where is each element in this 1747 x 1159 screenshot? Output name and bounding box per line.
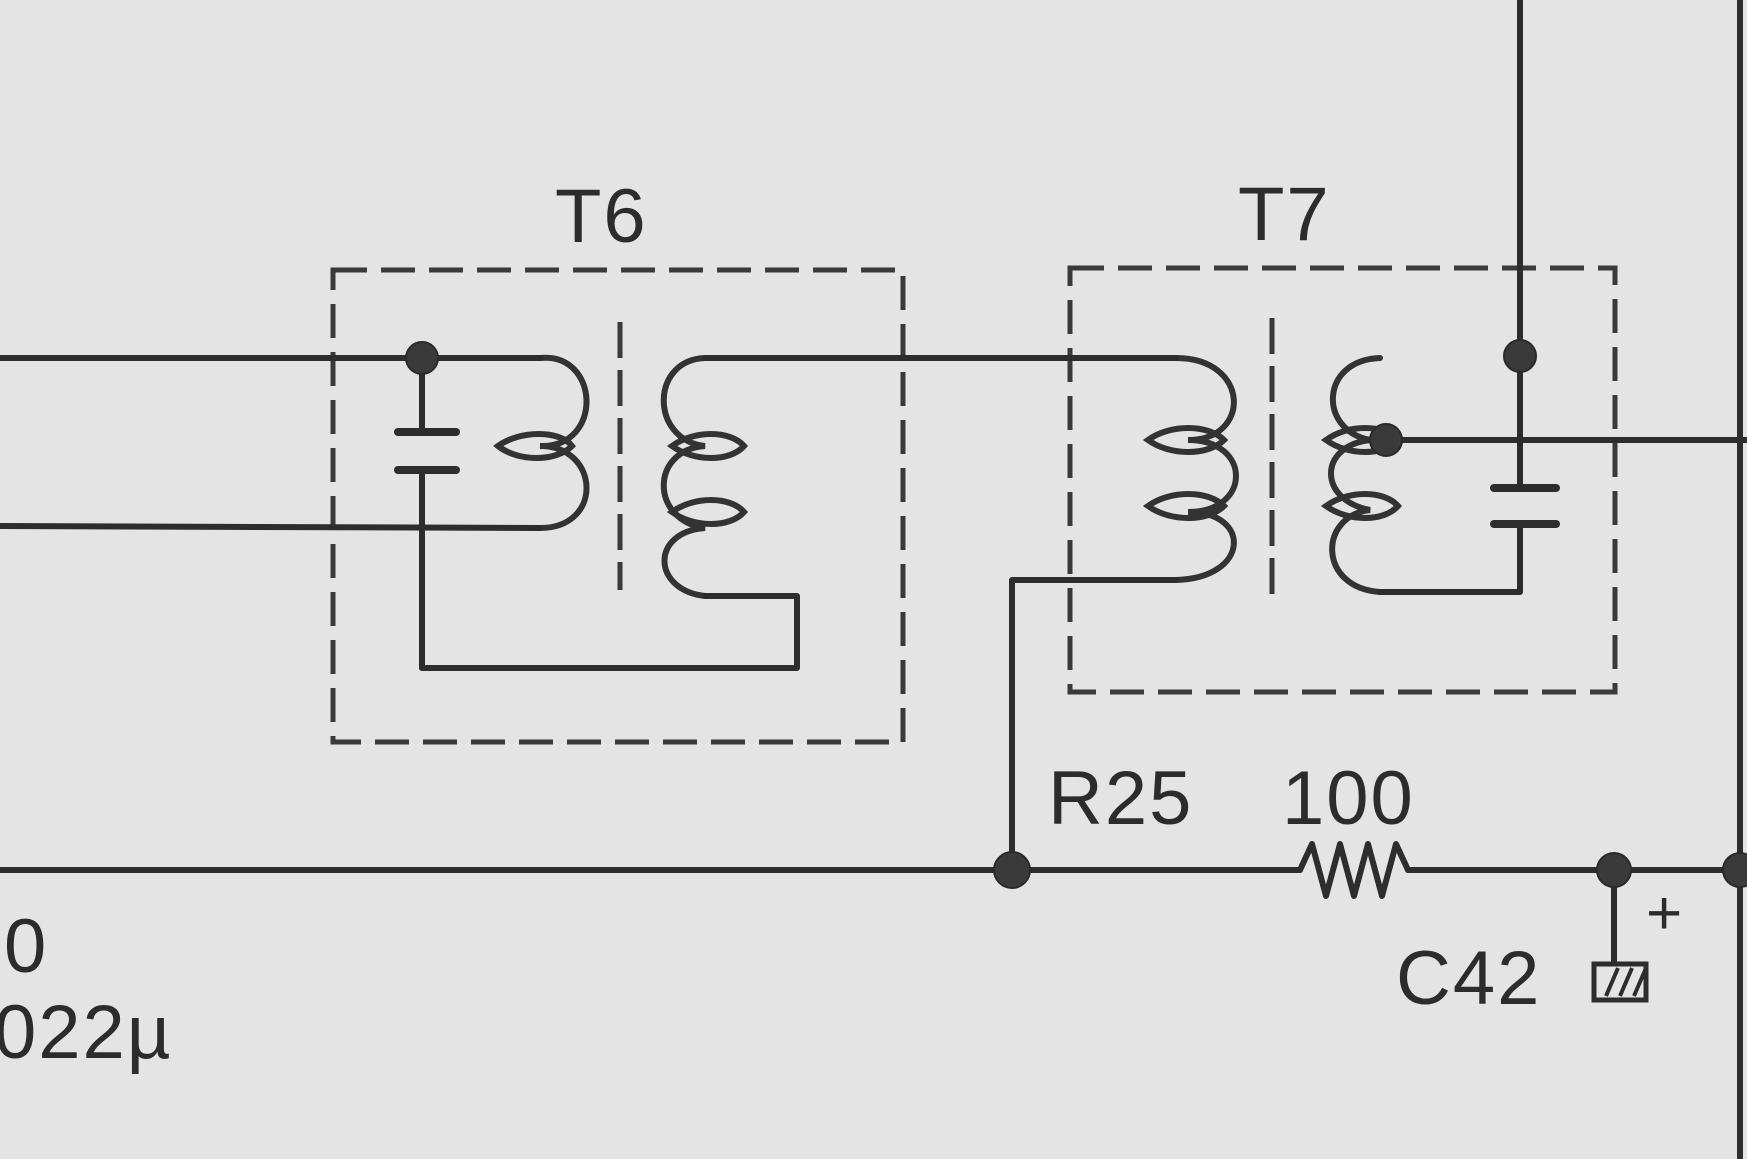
node-rail-c42 <box>1596 852 1632 888</box>
r25-zigzag <box>1297 841 1411 899</box>
t7-cap-lead-bottom <box>1377 521 1523 595</box>
r25-ref-label: R25 <box>1048 756 1193 841</box>
transformer-t6: T6 <box>330 174 906 745</box>
t6-secondary-loop-1 <box>666 431 748 461</box>
t7-primary-loop-1 <box>1142 425 1229 455</box>
t6-secondary-loop-2 <box>666 497 748 527</box>
node-rail-right-edge <box>1722 852 1747 888</box>
c42-ref-label: C42 <box>1396 936 1541 1021</box>
node-t6-cap-top <box>405 341 439 375</box>
r25-value-label: 100 <box>1282 756 1415 841</box>
capacitor-c42: C42 + <box>1396 879 1682 1021</box>
t6-shield-box <box>330 267 906 745</box>
t7-primary-winding <box>1173 355 1239 583</box>
c42-electrolytic-body <box>1591 961 1649 1003</box>
left-value-top-label: 0 <box>4 904 48 989</box>
c42-body-hatch-1 <box>1604 967 1620 997</box>
node-rail-t7-return <box>993 851 1031 889</box>
t6-primary-winding <box>537 354 590 531</box>
node-t7-top-feed <box>1503 339 1537 373</box>
t6-secondary-winding <box>660 355 708 599</box>
t6-bottom-return-wire <box>419 593 800 671</box>
t6-label: T6 <box>555 174 648 259</box>
c42-body-hatch-2 <box>1618 967 1634 997</box>
resistor-r25: R25 100 <box>1048 756 1415 899</box>
c42-polarity-label: + <box>1646 879 1682 948</box>
junction-nodes <box>405 339 1747 889</box>
node-t7-tap <box>1369 423 1403 457</box>
t7-secondary-loop-2 <box>1320 491 1402 521</box>
t7-secondary-winding <box>1328 355 1383 595</box>
t6-primary-loop-1 <box>493 431 576 461</box>
input-wire-bottom <box>0 523 543 531</box>
c42-body-hatch-3 <box>1632 967 1648 997</box>
t7-label: T7 <box>1238 172 1331 257</box>
left-value-bottom-label: 022µ <box>0 990 173 1075</box>
t7-primary-loop-2 <box>1142 491 1229 521</box>
left-edge-labels: 0 022µ <box>0 904 173 1075</box>
t7-primary-return-wire <box>1009 577 1179 873</box>
t7-shield-box <box>1067 265 1618 695</box>
